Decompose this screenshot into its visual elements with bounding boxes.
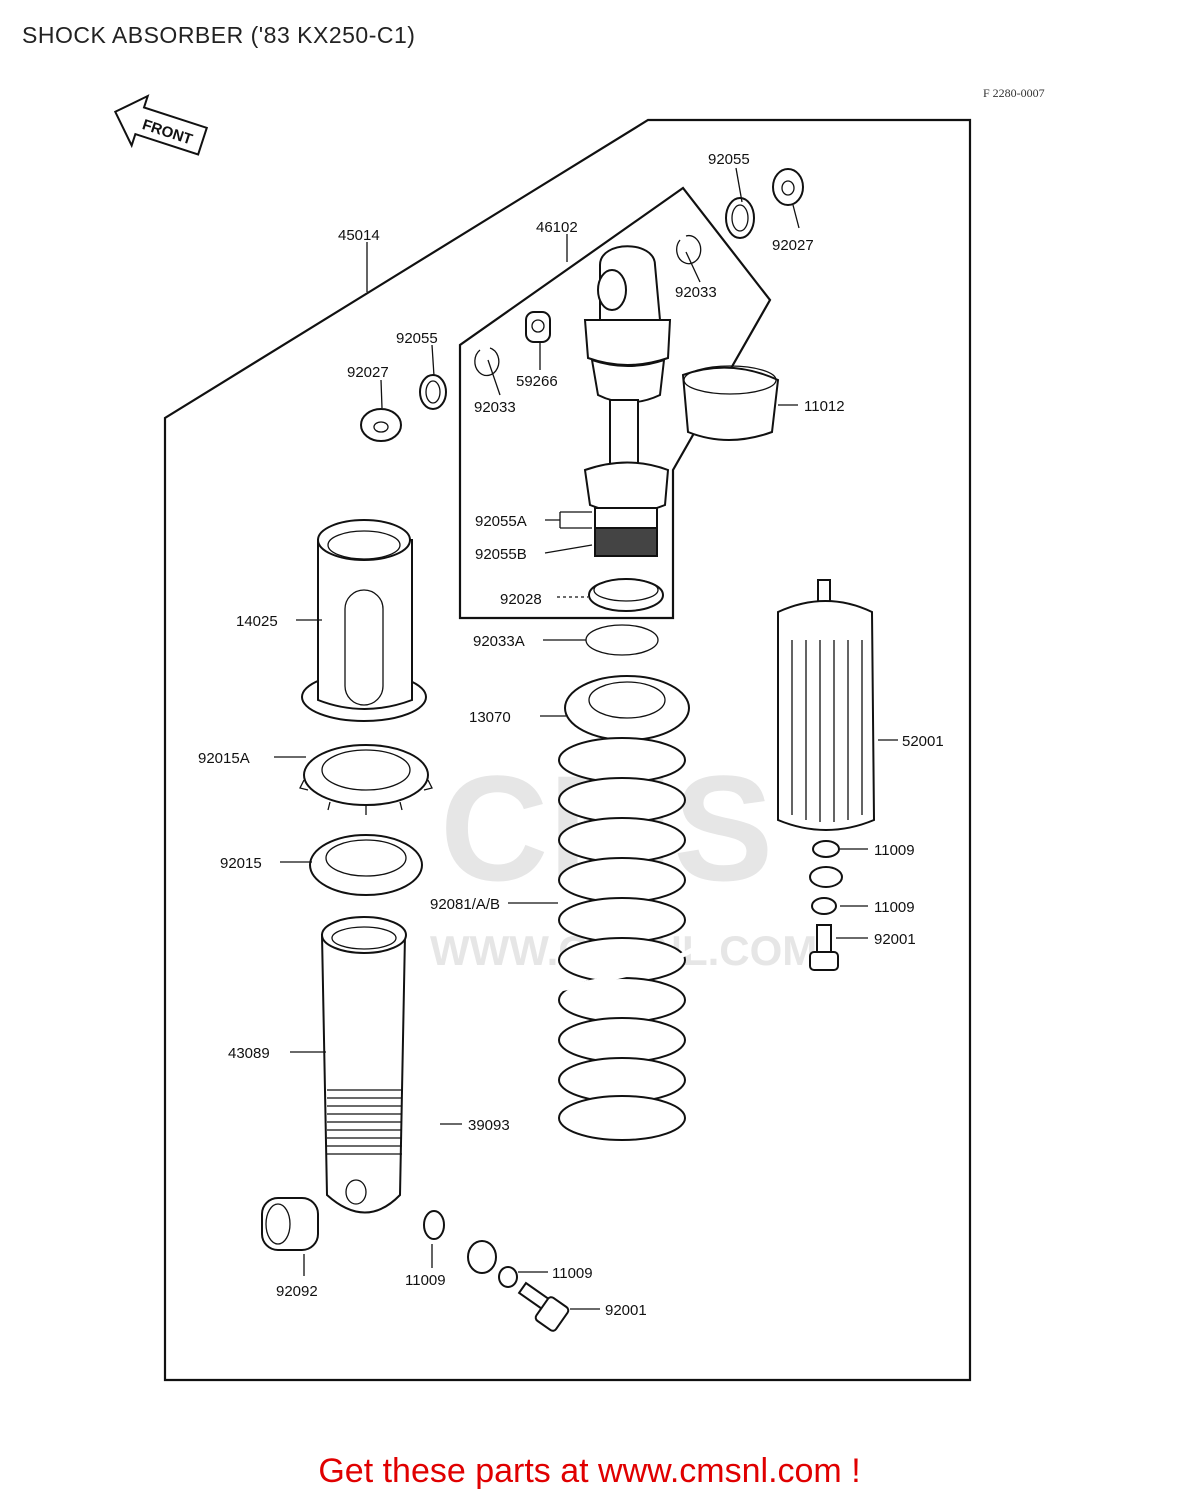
bushing-92092 [261,1197,319,1251]
reservoir-52001 [777,579,876,831]
lock-nut-92015A [299,744,433,815]
assembly-frame-45014 [163,118,972,1382]
page-title: SHOCK ABSORBER ('83 KX250-C1) [22,22,416,48]
label-39093: 39093 [468,1117,510,1134]
label-92055-top: 92055 [708,151,750,168]
cap-11012 [681,365,780,441]
leader-lines [274,167,898,1310]
collar-92027-left [360,408,402,442]
label-52001: 52001 [902,733,944,750]
label-11009-b: 11009 [874,899,915,916]
label-92001-a: 92001 [874,931,916,948]
bushing-59266 [525,311,551,343]
label-11009-d: 11009 [552,1265,593,1282]
collar-92027-top [772,168,804,206]
label-13070: 13070 [469,709,511,726]
washer-11009-b [811,897,837,915]
label-92001-b: 92001 [605,1302,647,1319]
circlip-92033-top [676,234,702,265]
label-92027-left: 92027 [347,364,389,381]
label-92015A: 92015A [198,750,250,767]
label-59266: 59266 [516,373,558,390]
label-92028: 92028 [500,591,542,608]
washer-11009-a [812,840,840,858]
label-92092: 92092 [276,1283,318,1300]
banjo-fitting-right [809,866,843,888]
nut-92015 [309,834,423,896]
label-46102: 46102 [536,219,578,236]
bolt-92001-a [809,924,839,971]
label-45014: 45014 [338,227,380,244]
shock-body-46102 [583,245,672,557]
label-92055A: 92055A [475,513,527,530]
front-arrow-icon: FRONT [113,94,209,156]
label-92033A: 92033A [473,633,525,650]
label-92033-left: 92033 [474,399,516,416]
footer-shop-link[interactable]: Get these parts at www.cmsnl.com ! [318,1452,861,1490]
spring-guide-14025 [301,519,427,722]
exploded-parts-diagram: CMS WWW.CMSNL.COM FRONT [113,94,972,1382]
label-92081: 92081/A/B [430,896,500,913]
spring-seat-13070 [564,675,690,741]
label-11009-a: 11009 [874,842,915,859]
label-11009-c: 11009 [405,1272,446,1289]
washer-92055-top [725,197,755,239]
label-92027-top: 92027 [772,237,814,254]
label-92033-top: 92033 [675,284,717,301]
label-92015: 92015 [220,855,262,872]
spring-92081 [558,737,686,1141]
label-43089: 43089 [228,1045,270,1062]
banjo-fitting-left [467,1240,497,1274]
bolt-92001-b [517,1281,570,1332]
cylinder-43089 [320,916,407,1214]
label-92055-left: 92055 [396,330,438,347]
washer-11009-c [423,1210,445,1240]
label-11012: 11012 [804,398,845,415]
assembly-frame-46102 [458,186,772,620]
label-92055B: 92055B [475,546,527,563]
circlip-92033A [585,624,659,656]
washer-92055-left [419,374,447,410]
washer-11009-d [498,1266,518,1288]
label-14025: 14025 [236,613,278,630]
diagram-code: F 2280-0007 [983,86,1045,100]
circlip-92033-left [474,347,500,377]
